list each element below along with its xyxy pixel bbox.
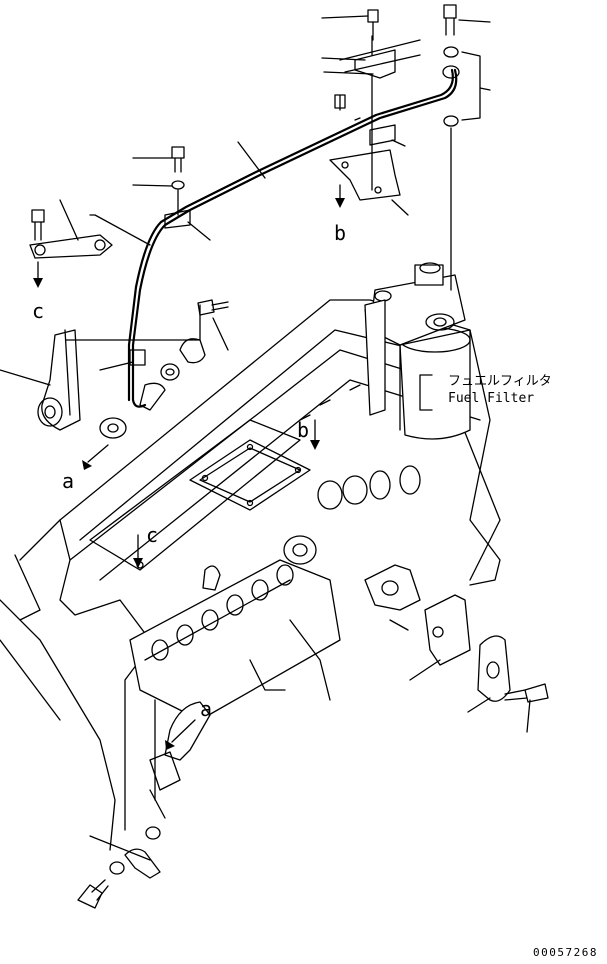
document-number: 00057268 [533, 946, 598, 959]
fuel-filter-en-label: Fuel Filter [448, 391, 534, 406]
left-mount [37, 329, 81, 431]
label-a-lower: a [62, 469, 74, 493]
tube-bolt-left [164, 146, 191, 229]
tube-bracket [329, 74, 401, 201]
label-b-head: b [297, 418, 309, 442]
label-c-left: c [32, 299, 44, 323]
washer-a [99, 417, 127, 439]
leader-lines [0, 15, 531, 861]
label-b-bracket: b [334, 221, 346, 245]
label-c-head: c [146, 523, 158, 547]
middle-bolt [160, 299, 229, 381]
callout-labels: b b c c a a [32, 221, 346, 721]
head-ports [299, 384, 421, 510]
square-cover [189, 439, 311, 511]
washer-a-hole [107, 423, 119, 433]
gasket-right [364, 564, 549, 703]
injection-pump [129, 535, 341, 721]
fuel-filter [364, 262, 471, 440]
fuel-filter-jp-label: フュエルフィルタ [448, 374, 552, 389]
rocker-cover-plate [89, 419, 301, 571]
engine-block [0, 299, 501, 851]
lower-fittings [77, 701, 211, 909]
fuel-tube [127, 68, 458, 411]
tube-clamp-top [339, 9, 421, 79]
callout-arrows [82, 184, 345, 750]
left-bracket [29, 209, 113, 288]
banjo-bolt-group [442, 4, 460, 291]
label-a-engine: a [200, 697, 212, 721]
fuel-filter-label: フュエルフィルタ Fuel Filter [448, 374, 552, 406]
